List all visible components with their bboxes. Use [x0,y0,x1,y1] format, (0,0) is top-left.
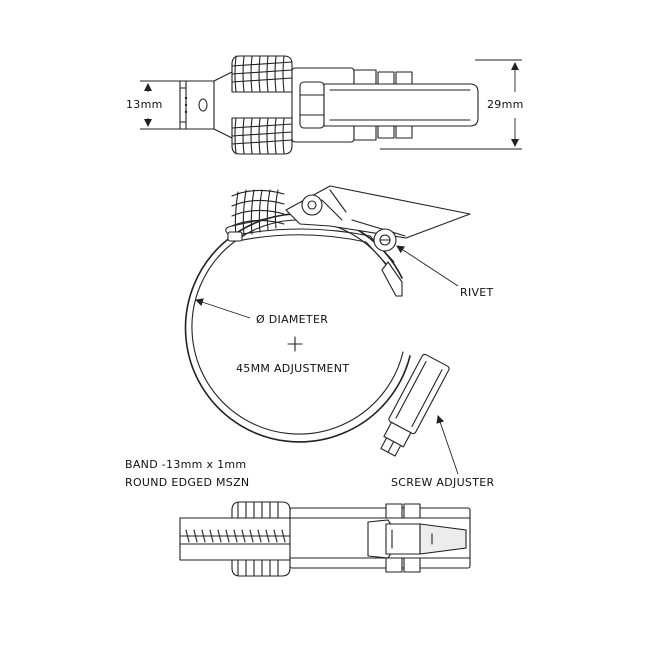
spring-coil-lower [231,117,293,155]
rivet [373,228,397,252]
screw-adjuster-label: SCREW ADJUSTER [391,476,495,489]
bottom-coil-upper [231,501,291,519]
dimension-29mm-label: 29mm [487,98,524,111]
dimension-13mm [140,80,180,130]
band-spec-line2: ROUND EDGED MSZN [125,476,250,489]
spring-coil-upper [231,55,293,93]
diameter-label: Ø DIAMETER [256,313,329,326]
rivet-leader [396,245,459,287]
dimension-13mm-label: 13mm [126,98,163,111]
centre-mark [287,336,303,352]
band-circle-inner [191,219,404,435]
dimension-29mm [380,59,522,150]
band-spec-line1: BAND -13mm x 1mm [125,458,247,471]
side-view [184,185,471,475]
screw-adjuster-leader [436,415,459,475]
top-lever [291,67,479,143]
bottom-coil-lower [231,559,291,577]
top-view [140,55,522,155]
band-tail [179,71,233,139]
side-lever [285,185,471,239]
rivet-label: RIVET [460,286,494,299]
diameter-leader [195,298,251,319]
band-circle-outer [184,213,411,443]
bottom-view [179,501,471,577]
side-screw-adjuster [380,353,450,457]
adjustment-label: 45MM ADJUSTMENT [236,362,350,375]
bottom-screw-housing [289,503,471,573]
side-coil-spring [225,189,289,242]
